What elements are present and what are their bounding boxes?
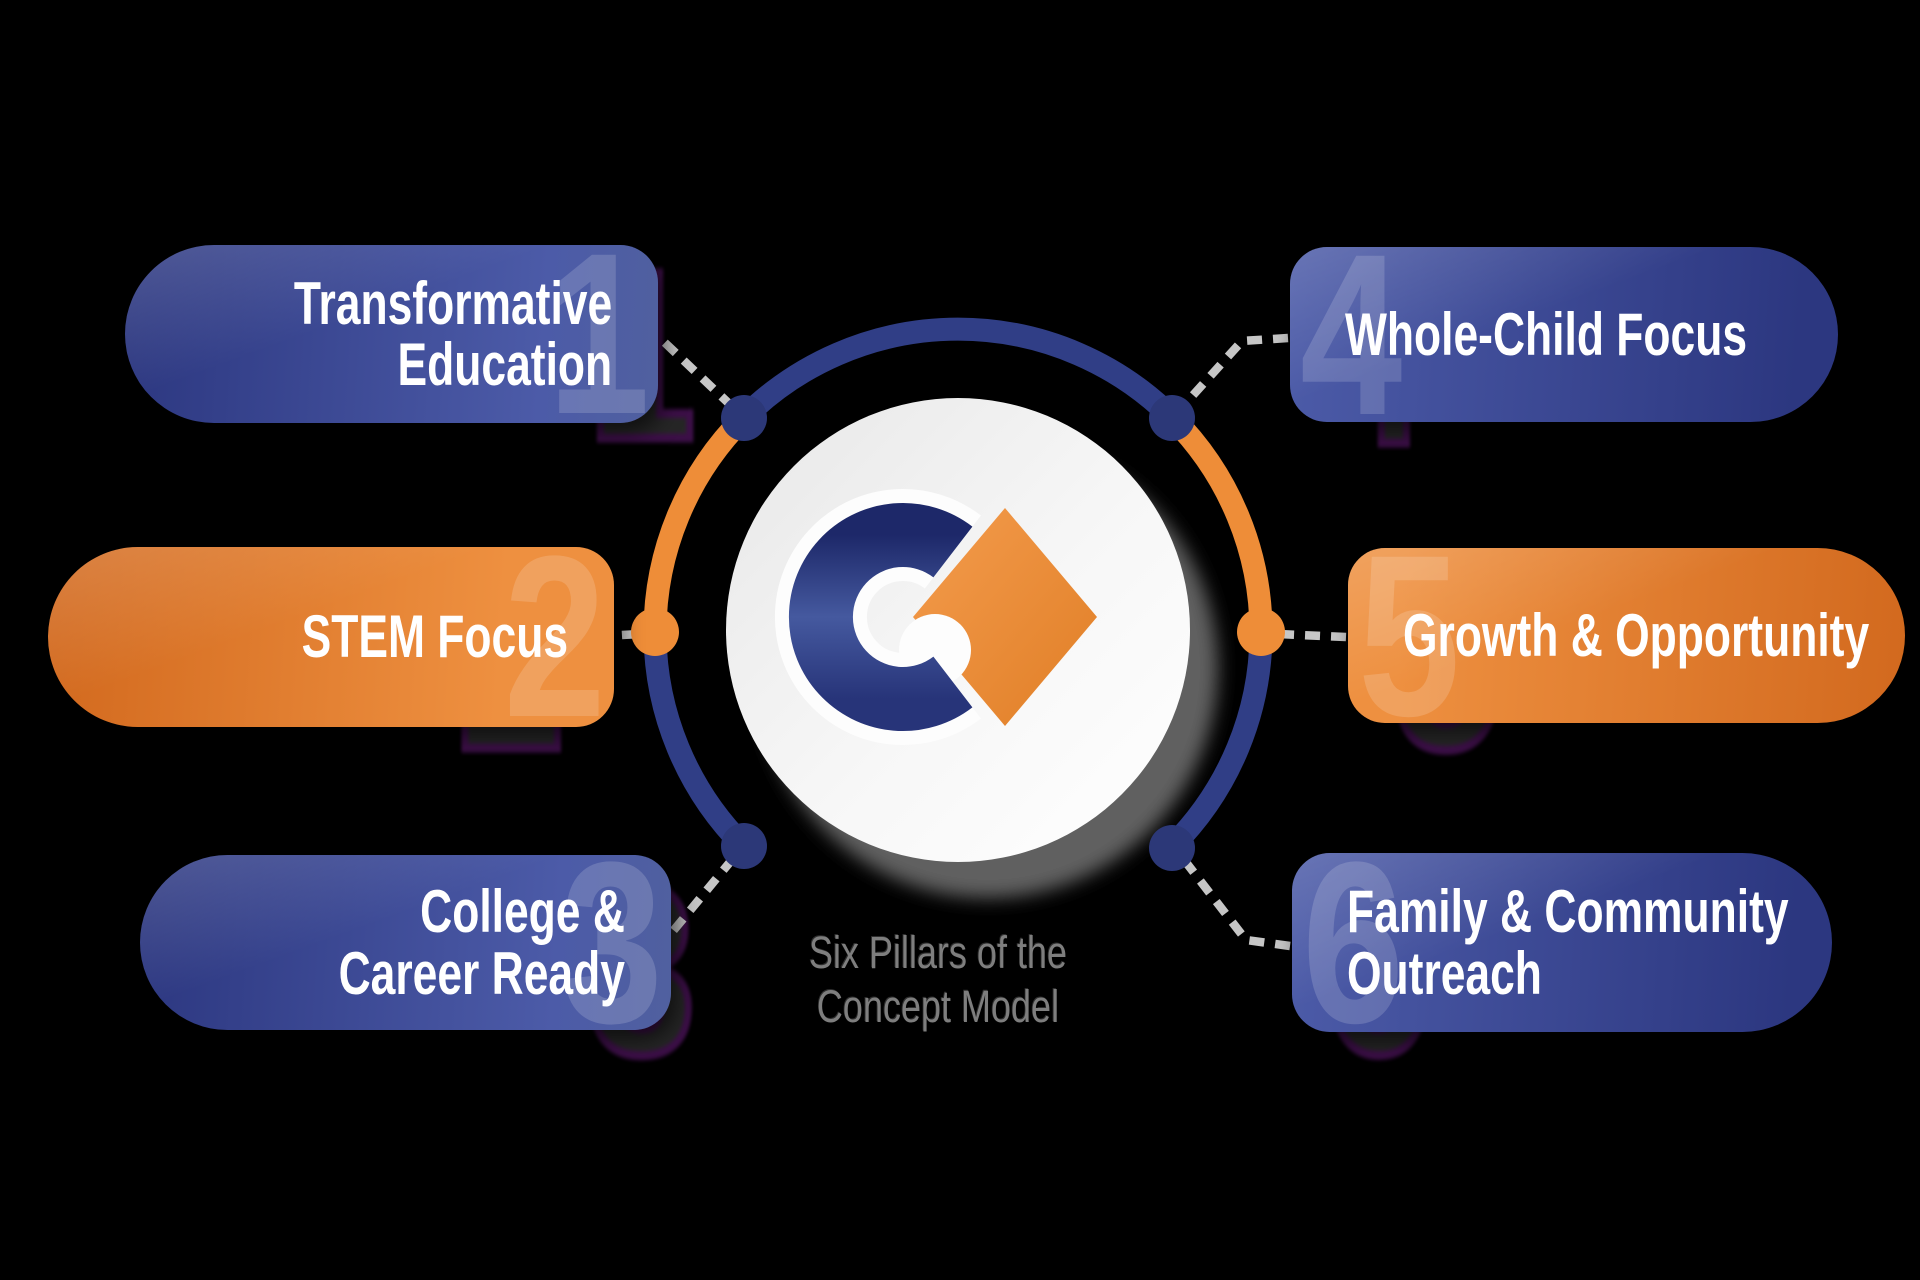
logo-c-mark (788, 503, 973, 731)
ring-arc-left-lower-blue (643, 631, 752, 855)
connector-dot-se-blue (1149, 825, 1195, 871)
ring-arc-top-blue (735, 317, 1181, 426)
pillar-2-stem-focus: 2 STEM Focus (48, 547, 614, 727)
pillar-2-label: STEM Focus (301, 603, 568, 671)
diagram-title: Six Pillars of the Concept Model (698, 926, 1178, 1034)
pillar-1-watermark-number: 1 (547, 245, 650, 423)
pillar-3-college-career-ready: 3 College & Career Ready (140, 855, 671, 1030)
pillar-6-watermark-number: 6 (1302, 853, 1405, 1032)
pillar-5-growth-opportunity: 5 Growth & Opportunity (1348, 548, 1905, 723)
ring-arc-left-upper-orange (643, 409, 752, 633)
pillar-3-watermark-number: 3 (560, 855, 663, 1030)
pillar-5-label: Growth & Opportunity (1403, 601, 1870, 669)
connector-dot-sw-blue (721, 823, 767, 869)
connector-line-6 (1174, 849, 1291, 951)
pillar-3-label: College & Career Ready (338, 878, 625, 1007)
pillar-4-watermark-number: 4 (1300, 247, 1403, 422)
ring-arc-right-upper-orange (1164, 409, 1273, 633)
pillar-1-transformative-education: 1 Transformative Education (125, 245, 658, 423)
connector-line-4 (1172, 333, 1289, 417)
connector-dot-nw-blue (721, 395, 767, 441)
pillar-1-label: Transformative Education (293, 269, 612, 398)
pillar-6-family-community-outreach: 6 Family & Community Outreach (1292, 853, 1832, 1032)
connector-dot-ne-blue (1149, 395, 1195, 441)
pillar-5-watermark-number: 5 (1358, 548, 1461, 723)
connector-dot-e-orange (1237, 608, 1285, 656)
c-arrow-logo-icon (774, 489, 1097, 745)
diagram-title-line2: Concept Model (816, 981, 1060, 1032)
pillar-2-watermark-number: 2 (503, 547, 606, 727)
pillar-6-label: Family & Community Outreach (1347, 878, 1789, 1007)
pillar-4-whole-child-focus: 4 Whole-Child Focus (1290, 247, 1838, 422)
pillar-4-label: Whole-Child Focus (1345, 300, 1748, 368)
connector-dot-w-orange (631, 608, 679, 656)
ring-arc-right-lower-blue (1164, 631, 1273, 855)
diagram-title-line1: Six Pillars of the (808, 927, 1068, 978)
connector-line-5 (1277, 629, 1347, 642)
